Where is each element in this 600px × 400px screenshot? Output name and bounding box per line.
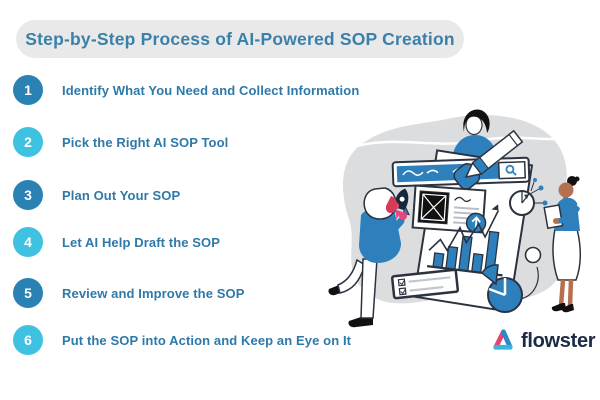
step-label: Pick the Right AI SOP Tool	[62, 134, 229, 150]
step-row: 3 Plan Out Your SOP	[13, 180, 180, 210]
gear-icon	[509, 190, 535, 216]
magnifier-icon	[497, 160, 526, 180]
flowster-logo-mark-icon	[493, 329, 513, 350]
bar-chart-icon	[426, 204, 503, 277]
step-number-badge: 2	[13, 127, 43, 157]
step-label: Let AI Help Draft the SOP	[62, 234, 221, 250]
step-row: 5 Review and Improve the SOP	[13, 278, 245, 308]
person-right	[543, 176, 581, 313]
checklist-icon	[390, 268, 460, 300]
network-dots-icon	[529, 178, 548, 206]
flowster-logo: flowster	[490, 329, 596, 354]
step-label: Plan Out Your SOP	[62, 187, 181, 203]
step-number-badge: 3	[13, 180, 43, 210]
step-row: 1 Identify What You Need and Collect Inf…	[13, 75, 359, 105]
trend-line-icon	[428, 210, 500, 253]
title-pill: Step-by-Step Process of AI-Powered SOP C…	[16, 20, 464, 58]
step-number-badge: 1	[13, 75, 43, 105]
step-label: Identify What You Need and Collect Infor…	[62, 82, 360, 98]
image-placeholder-card	[411, 184, 487, 234]
up-arrow-badge-icon	[465, 212, 487, 234]
person-left	[328, 187, 407, 328]
step-row: 6 Put the SOP into Action and Keep an Ey…	[13, 325, 351, 355]
step-number-badge: 4	[13, 227, 43, 257]
logo-wordmark: flowster	[521, 330, 596, 352]
decorative-circle	[524, 246, 542, 264]
page-title: Step-by-Step Process of AI-Powered SOP C…	[25, 28, 455, 49]
sop-illustration	[328, 109, 581, 328]
step-row: 4 Let AI Help Draft the SOP	[13, 227, 220, 257]
pencil-icon	[453, 129, 524, 190]
step-label: Put the SOP into Action and Keep an Eye …	[62, 332, 352, 348]
pie-chart-icon	[481, 264, 539, 313]
step-label: Review and Improve the SOP	[62, 285, 245, 301]
step-row: 2 Pick the Right AI SOP Tool	[13, 127, 228, 157]
step-number-badge: 5	[13, 278, 43, 308]
step-number-badge: 6	[13, 325, 43, 355]
